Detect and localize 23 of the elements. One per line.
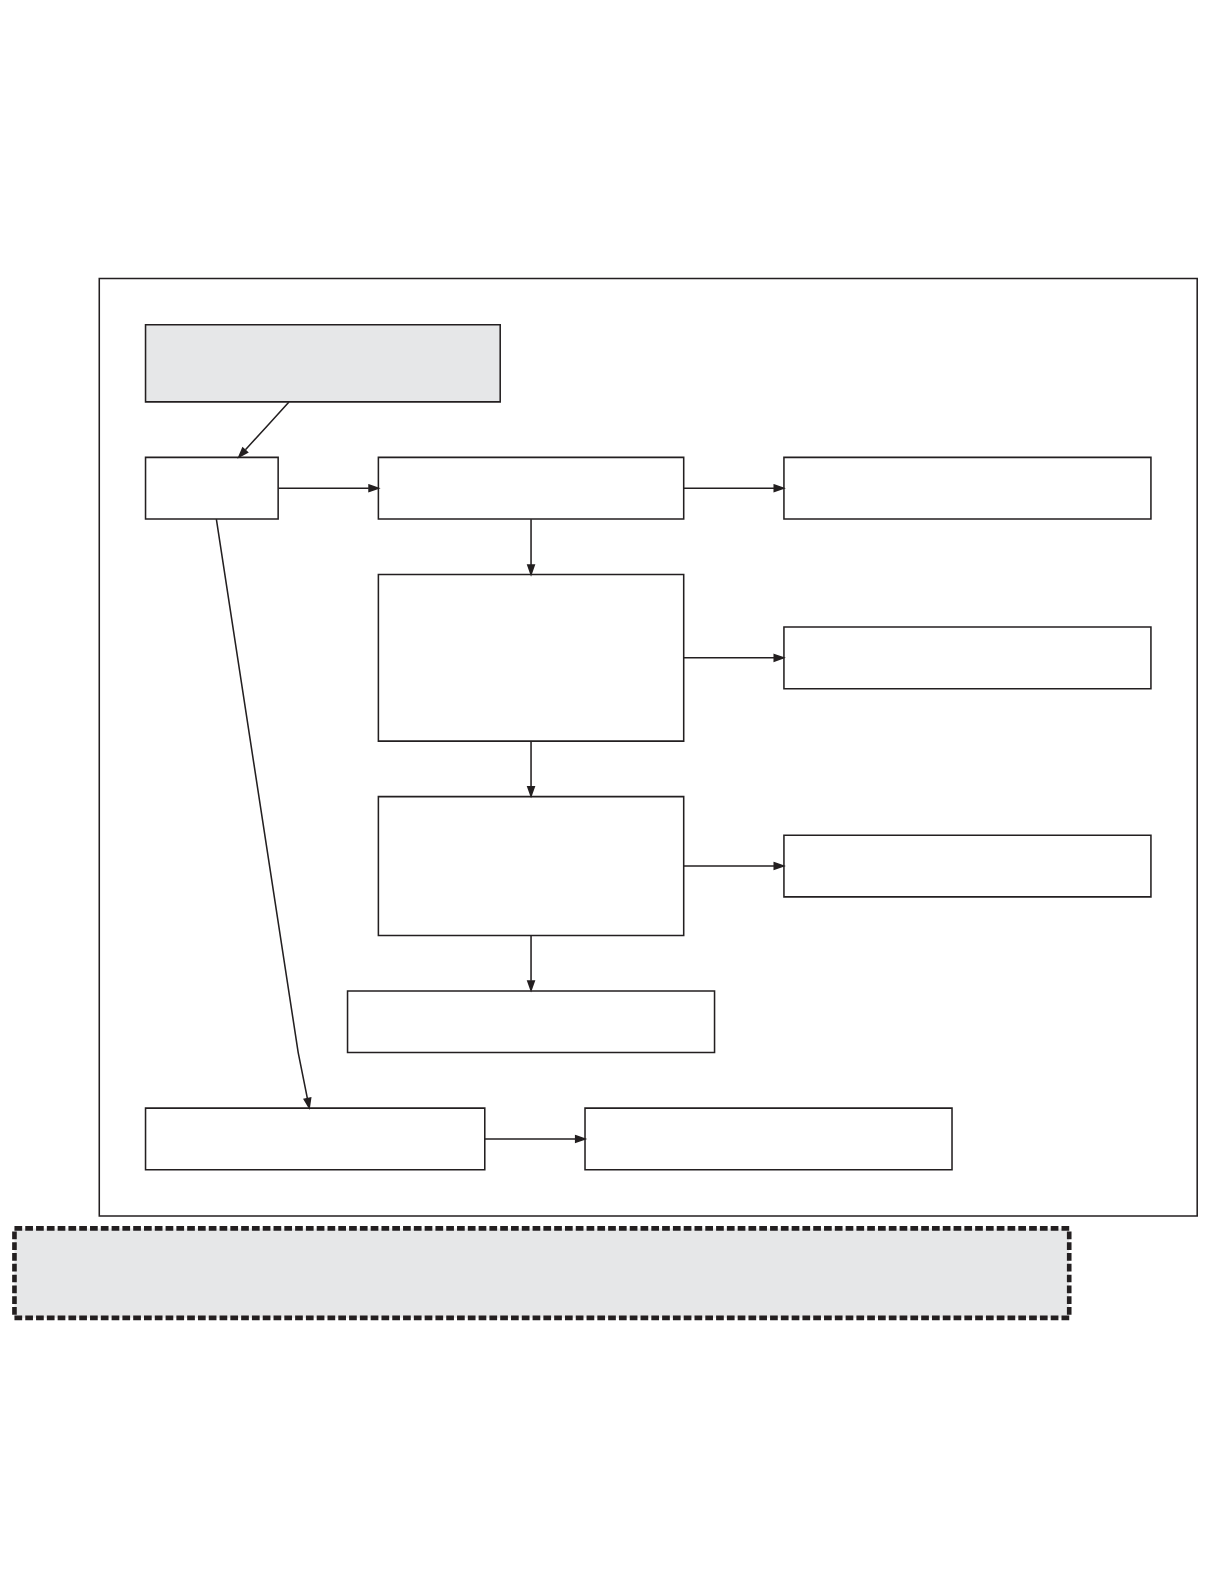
- node-box: [783, 456, 1152, 520]
- node-box: [783, 626, 1152, 690]
- node-box: [584, 1107, 953, 1171]
- node-box: [144, 456, 279, 520]
- arrow: [526, 518, 536, 577]
- cluster: [98, 277, 1198, 1217]
- arrow: [484, 1134, 588, 1144]
- node-box: [377, 456, 685, 520]
- node-box: [144, 324, 501, 403]
- arrow: [526, 935, 536, 993]
- node-box: [346, 990, 716, 1054]
- node-box: [377, 795, 685, 937]
- arrow: [683, 861, 786, 871]
- arrow: [277, 483, 381, 493]
- arrow: [683, 483, 786, 493]
- arrow: [526, 740, 536, 799]
- arrow: [215, 518, 312, 1111]
- node-box: [12, 1226, 1072, 1321]
- arrow: [237, 401, 290, 459]
- node-box: [783, 834, 1152, 898]
- node-box: [144, 1107, 486, 1171]
- arrow: [683, 653, 786, 663]
- node-box: [377, 573, 685, 742]
